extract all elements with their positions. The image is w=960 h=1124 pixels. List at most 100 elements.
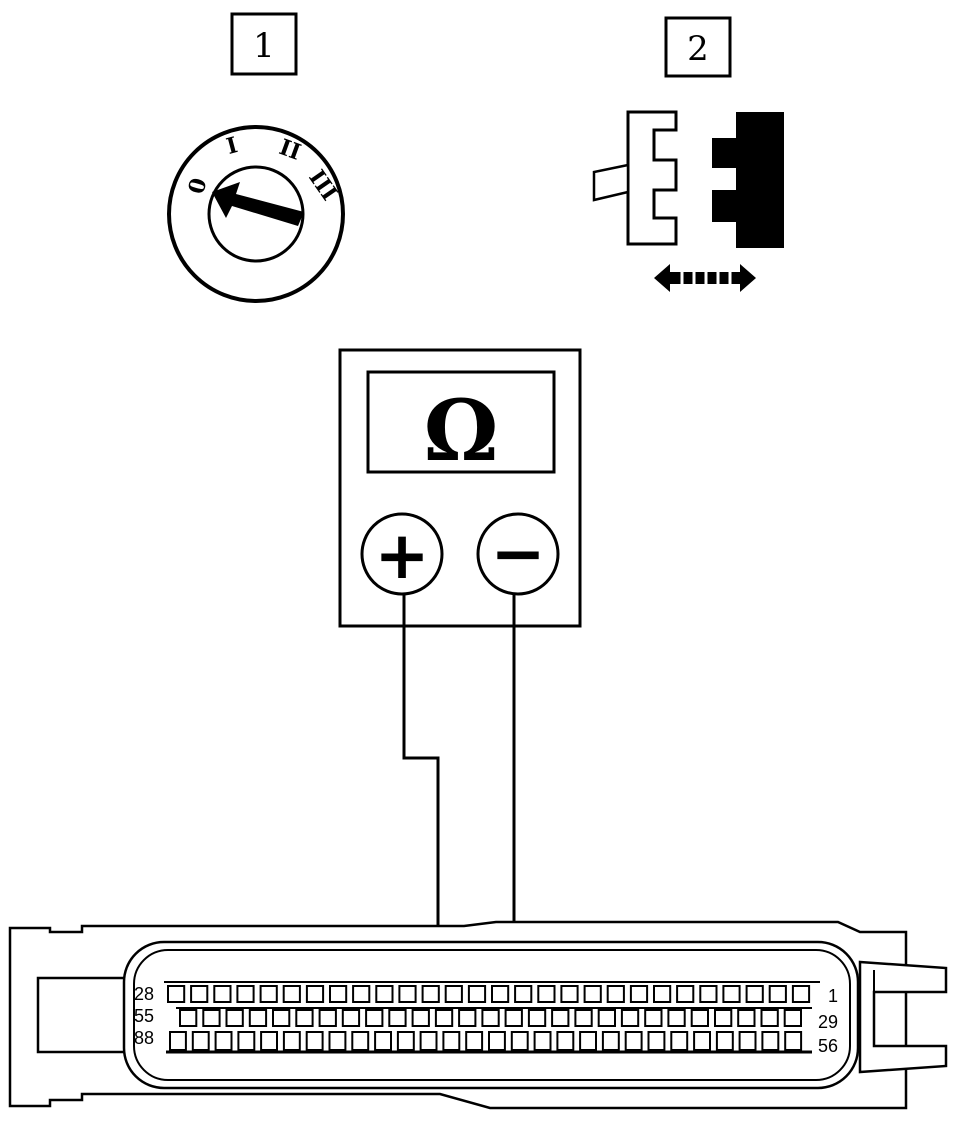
pin-cavity: [444, 985, 463, 1003]
connector-disconnect-icon: [592, 110, 784, 292]
pin-cavity: [442, 1031, 461, 1051]
pin-cavity: [556, 1031, 575, 1051]
pin-cavity: [768, 985, 787, 1003]
pin-cavity: [714, 1009, 733, 1027]
pin-cavity: [179, 1009, 198, 1027]
pin-cavity: [514, 985, 533, 1003]
pin-cavity: [167, 985, 186, 1003]
pin-label-56: 56: [818, 1036, 838, 1056]
pin-cavity: [352, 985, 371, 1003]
pin-cavity: [236, 985, 255, 1003]
pin-cavity: [647, 1031, 666, 1051]
pin-cavity: [510, 1031, 529, 1051]
pin-cavity: [260, 1031, 279, 1051]
pin-cavity: [560, 985, 579, 1003]
pin-cavity: [419, 1031, 438, 1051]
positive-terminal: +: [360, 512, 444, 596]
pin-cavity: [388, 1009, 407, 1027]
pin-cavity: [282, 1031, 301, 1051]
pin-cavity: [624, 1031, 643, 1051]
pin-cavity: [670, 1031, 689, 1051]
pin-cavity: [644, 1009, 663, 1027]
minus-symbol: −: [490, 515, 545, 592]
step-2: 2: [664, 16, 732, 78]
pin-cavity: [693, 1031, 711, 1051]
connector-pins: [167, 985, 811, 1051]
pin-cavity: [551, 1009, 570, 1027]
negative-terminal: −: [476, 512, 560, 596]
pin-cavity: [248, 1009, 268, 1027]
pin-cavity: [351, 1031, 370, 1051]
pin-cavity: [411, 1009, 430, 1027]
pin-cavity: [225, 1009, 244, 1027]
pin-cavity: [213, 985, 232, 1003]
pin-cavity: [737, 1009, 756, 1027]
pin-cavity: [504, 1009, 523, 1027]
pin-cavity: [365, 1009, 384, 1027]
pin-cavity: [202, 1009, 221, 1027]
pin-cavity: [760, 1009, 779, 1027]
pin-cavity: [784, 1031, 803, 1051]
pin-cavity: [579, 1031, 597, 1051]
pin-label-55: 55: [134, 1006, 154, 1026]
pin-cavity: [272, 1009, 291, 1027]
pin-cavity: [601, 1031, 620, 1051]
pin-cavity: [282, 985, 301, 1003]
ecu-connector: 28 1 55 29 88 56: [8, 920, 948, 1110]
pin-cavity: [396, 1031, 415, 1051]
pin-cavity: [715, 1031, 734, 1051]
pin-cavity: [237, 1031, 256, 1051]
pin-cavity: [620, 1009, 640, 1027]
pin-cavity: [537, 985, 556, 1003]
pin-cavity: [783, 1009, 803, 1027]
pin-cavity: [169, 1031, 187, 1051]
pin-cavity: [699, 985, 718, 1003]
pin-cavity: [481, 1009, 500, 1027]
step-1-box: [230, 12, 298, 76]
pin-cavity: [305, 985, 325, 1003]
pin-cavity: [458, 1009, 477, 1027]
pin-cavity: [583, 985, 602, 1003]
meter-display: [366, 370, 556, 474]
ignition-switch-icon: 0 I II III: [167, 125, 345, 303]
pin-cavity: [398, 985, 417, 1003]
step-2-box: [664, 16, 732, 78]
pin-cavity: [328, 1031, 347, 1051]
ignition-position-0: 0: [183, 175, 212, 197]
ohm-symbol: Ω: [424, 381, 499, 480]
step-1: 1: [230, 12, 298, 76]
pin-cavity: [329, 985, 348, 1003]
pin-cavity: [341, 1009, 361, 1027]
pin-cavity: [214, 1031, 233, 1051]
step-1-number: 1: [253, 26, 275, 66]
step-2-number: 2: [687, 29, 709, 69]
pin-cavity: [305, 1031, 324, 1051]
pin-cavity: [375, 985, 394, 1003]
pin-cavity: [318, 1009, 337, 1027]
pin-cavity: [491, 985, 510, 1003]
plus-symbol: +: [374, 517, 429, 594]
pin-label-28: 28: [134, 984, 154, 1004]
pin-label-88: 88: [134, 1028, 154, 1048]
pin-cavity: [676, 985, 695, 1003]
pin-cavity: [467, 985, 487, 1003]
pin-cavity: [527, 1009, 547, 1027]
pin-cavity: [488, 1031, 506, 1051]
pin-cavity: [667, 1009, 686, 1027]
pin-cavity: [597, 1009, 617, 1027]
pin-cavity: [574, 1009, 593, 1027]
positive-probe-wire: [402, 594, 440, 988]
pin-cavity: [690, 1009, 710, 1027]
pin-cavity: [191, 1031, 210, 1051]
pin-cavity: [653, 985, 672, 1003]
pin-cavity: [606, 985, 625, 1003]
pin-cavity: [738, 1031, 757, 1051]
pin-cavity: [533, 1031, 552, 1051]
pin-cavity: [629, 985, 649, 1003]
pin-cavity: [761, 1031, 780, 1051]
pin-label-1: 1: [828, 986, 838, 1006]
pin-cavity: [421, 985, 440, 1003]
pin-cavity: [259, 985, 278, 1003]
pin-cavity: [465, 1031, 484, 1051]
